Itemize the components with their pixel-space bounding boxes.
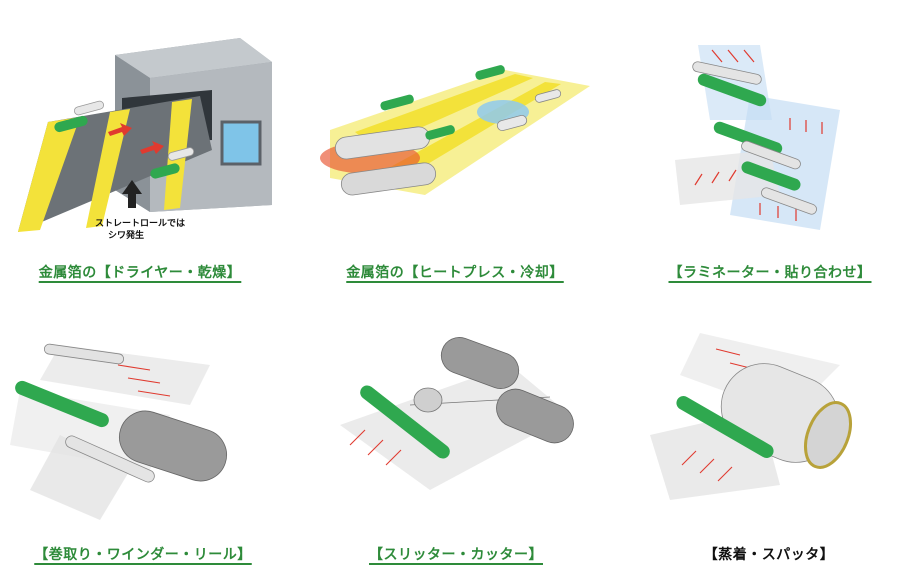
arrow-up-icon bbox=[122, 180, 142, 208]
arrow-red-2 bbox=[140, 141, 164, 154]
dryer-annotation-line2: シワ発生 bbox=[108, 229, 144, 241]
caption-laminator[interactable]: 【ラミネーター・貼り合わせ】 bbox=[668, 265, 872, 281]
caption-heat-press[interactable]: 金属箔の【ヒートプレス・冷却】 bbox=[346, 265, 564, 281]
caption-dryer[interactable]: 金属箔の【ドライヤー・乾燥】 bbox=[38, 265, 242, 281]
dryer-illustration: ストレートロールでは シワ発生 bbox=[18, 38, 272, 241]
caption-slitter[interactable]: 【スリッター・カッター】 bbox=[369, 547, 543, 563]
caption-sputter: 【蒸着・スパッタ】 bbox=[703, 547, 835, 563]
sputter-illustration bbox=[650, 333, 852, 500]
dryer-annotation-line1: ストレートロールでは bbox=[95, 218, 185, 229]
laminator-illustration bbox=[675, 45, 840, 230]
winder-illustration bbox=[10, 343, 227, 520]
slitter-illustration bbox=[340, 337, 574, 490]
caption-winder[interactable]: 【巻取り・ワインダー・リール】 bbox=[34, 547, 252, 563]
arrow-red-1 bbox=[108, 123, 132, 136]
heat-press-illustration bbox=[320, 65, 590, 196]
